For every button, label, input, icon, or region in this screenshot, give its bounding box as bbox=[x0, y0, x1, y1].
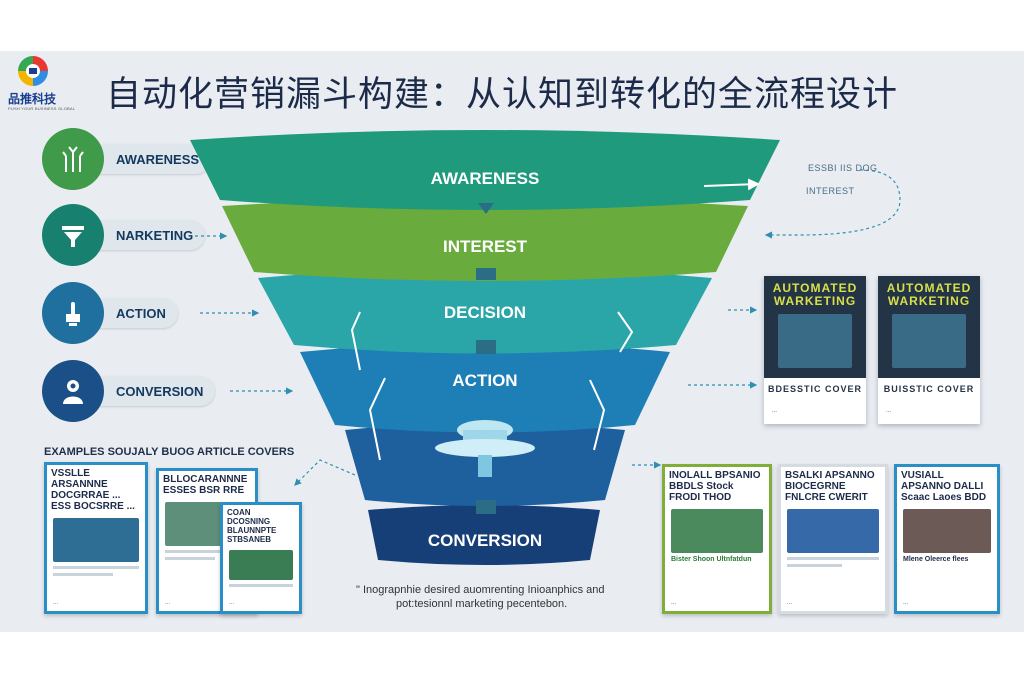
card-footer: ... bbox=[903, 600, 909, 606]
caption-line: " Inograpnhie desired auomrenting Inioan… bbox=[356, 584, 605, 596]
person-target-icon bbox=[42, 360, 104, 422]
connector-arrow bbox=[764, 169, 901, 239]
funnel-layer-conversion bbox=[368, 505, 600, 565]
inner-arrow bbox=[589, 379, 606, 451]
brand-logo: 品推科技 PUSH YOUR BUSINESS GLOBAL bbox=[8, 54, 75, 124]
funnel-label-decision: DECISION bbox=[444, 303, 526, 322]
layer-connector-tab bbox=[476, 340, 496, 354]
card-footer: ... bbox=[53, 600, 59, 606]
left-stage-awareness: AWARENESS bbox=[42, 128, 212, 190]
left-stage-label: ACTION bbox=[94, 298, 178, 328]
left-stage-conversion: CONVERSION bbox=[42, 360, 216, 422]
funnel-label-awareness: AWARENESS bbox=[431, 169, 540, 188]
book-subtitle: BDESSTIC COVER bbox=[767, 384, 862, 394]
funnel-layer-interest bbox=[222, 198, 748, 281]
card-title: VUSIALL APSANNO DALLI Scaac Laoes BDD bbox=[901, 470, 987, 503]
connector-arrow bbox=[294, 459, 356, 486]
left-stage-label: NARKETING bbox=[94, 220, 206, 250]
caption: " Inograpnhie desired auomrenting Inioan… bbox=[356, 583, 605, 611]
awareness-arrow bbox=[703, 178, 760, 191]
book-title: AUTOMATED WARKETING bbox=[886, 281, 972, 308]
card-footer: ... bbox=[787, 600, 793, 606]
book-footer: ... bbox=[886, 408, 892, 414]
article-cover-card[interactable]: BSALKI APSANNO BIOCEGRNE FNLCRE CWERIT .… bbox=[778, 464, 888, 614]
layer-connector-tab bbox=[478, 203, 494, 214]
funnel-layer-decision bbox=[258, 268, 712, 354]
book-cover-card[interactable]: AUTOMATED WARKETING BUISSTIC COVER ... bbox=[878, 276, 980, 424]
left-stage-label: AWARENESS bbox=[94, 144, 212, 174]
plant-growth-icon bbox=[42, 128, 104, 190]
left-stage-action: ACTION bbox=[42, 282, 178, 344]
card-image bbox=[671, 509, 763, 553]
annotation-line: ESSBI IIS DOG bbox=[808, 163, 878, 173]
annotation-line: INTEREST bbox=[806, 186, 855, 196]
article-cover-card[interactable]: COAN DCOSNING BLAUNNPTE STBSANEB ... bbox=[220, 502, 302, 614]
card-image bbox=[53, 518, 139, 562]
book-title: AUTOMATED WARKETING bbox=[772, 281, 858, 308]
card-image bbox=[787, 509, 879, 553]
card-title: BLLOCARANNNE ESSES BSR RRE bbox=[163, 474, 248, 496]
inner-arrow bbox=[368, 377, 386, 461]
logo-mark-icon bbox=[18, 56, 48, 86]
inner-arrow bbox=[617, 311, 634, 353]
page-title: 自动化营销漏斗构建：从认知到转化的全流程设计 bbox=[106, 75, 899, 115]
card-footer: ... bbox=[229, 600, 235, 606]
funnel-layer-awareness bbox=[190, 130, 780, 210]
card-footer: ... bbox=[165, 600, 171, 606]
funnel-tool-icon bbox=[435, 420, 535, 477]
article-cover-card[interactable]: VSSLLE ARSANNNE DOCGRRAE ... ESS BOCSRRE… bbox=[44, 462, 148, 614]
funnel-label-action: ACTION bbox=[452, 371, 517, 390]
funnel-layer-action bbox=[300, 343, 670, 433]
logo-tagline: PUSH YOUR BUSINESS GLOBAL bbox=[8, 106, 76, 111]
article-cover-card[interactable]: INOLALL BPSANIO BBDLS Stock FRODI THOD B… bbox=[662, 464, 772, 614]
funnel-label-interest: INTEREST bbox=[443, 237, 528, 256]
card-image bbox=[229, 550, 293, 580]
examples-title: EXAMPLES SOUJALY BUOG ARTICLE COVERS bbox=[44, 446, 295, 458]
card-title: COAN DCOSNING BLAUNNPTE STBSANEB bbox=[227, 508, 277, 544]
card-title: BSALKI APSANNO BIOCEGRNE FNLCRE CWERIT bbox=[785, 470, 875, 503]
funnel-label-conversion: CONVERSION bbox=[428, 531, 542, 550]
layer-connector-tab bbox=[476, 268, 496, 280]
card-subtitle: Mlene Oleerce flees bbox=[903, 556, 969, 563]
funnel-tool-icon bbox=[42, 204, 104, 266]
book-footer: ... bbox=[772, 408, 778, 414]
card-title: VSSLLE ARSANNNE DOCGRRAE ... ESS BOCSRRE… bbox=[51, 468, 135, 512]
inner-arrow bbox=[350, 311, 361, 371]
card-image bbox=[903, 509, 991, 553]
article-cover-card[interactable]: VUSIALL APSANNO DALLI Scaac Laoes BDD Ml… bbox=[894, 464, 1000, 614]
card-subtitle: Bister Shoon Ultnfatdun bbox=[671, 556, 752, 563]
card-footer: ... bbox=[671, 600, 677, 606]
hand-pointer-icon bbox=[42, 282, 104, 344]
book-cover-card[interactable]: AUTOMATED WARKETING BDESSTIC COVER ... bbox=[764, 276, 866, 424]
left-stage-marketing: NARKETING bbox=[42, 204, 206, 266]
caption-line: pot:tesionnl marketing pecentebon. bbox=[396, 598, 568, 610]
layer-connector-tab bbox=[476, 500, 496, 514]
left-stage-label: CONVERSION bbox=[94, 376, 216, 406]
article-cover-card[interactable]: BLLOCARANNNE ESSES BSR RRE ... bbox=[156, 468, 258, 614]
book-subtitle: BUISSTIC COVER bbox=[883, 384, 975, 394]
card-title: INOLALL BPSANIO BBDLS Stock FRODI THOD bbox=[669, 470, 761, 503]
logo-name: 品推科技 bbox=[8, 92, 57, 106]
